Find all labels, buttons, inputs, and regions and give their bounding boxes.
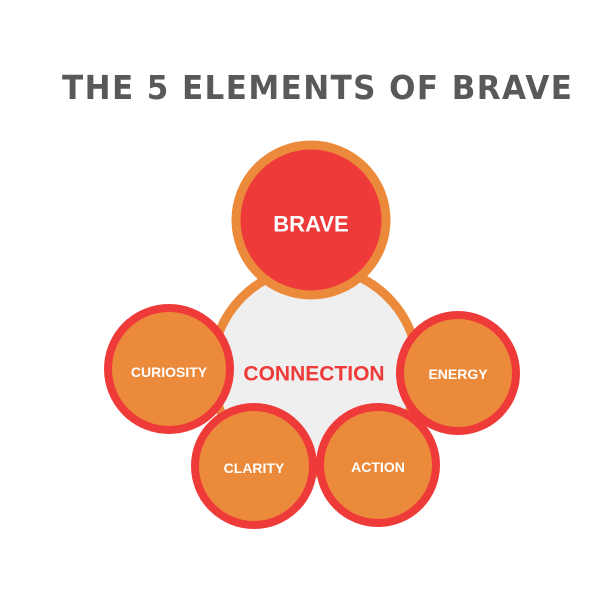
brave-label: BRAVE bbox=[273, 212, 348, 237]
curiosity-node: CURIOSITY bbox=[104, 304, 234, 434]
clarity-circle bbox=[191, 403, 317, 529]
action-label: ACTION bbox=[351, 459, 405, 475]
diagram-title: THE 5 ELEMENTS OF BRAVE bbox=[62, 68, 574, 107]
brave-circle bbox=[231, 140, 391, 300]
action-circle bbox=[316, 403, 440, 527]
energy-node: ENERGY bbox=[396, 311, 520, 435]
curiosity-label: CURIOSITY bbox=[131, 364, 208, 380]
clarity-label: CLARITY bbox=[224, 460, 285, 476]
energy-label: ENERGY bbox=[428, 366, 488, 382]
connection-label: CONNECTION bbox=[243, 363, 384, 386]
clarity-node: CLARITY bbox=[191, 403, 317, 529]
energy-circle bbox=[396, 311, 520, 435]
action-node: ACTION bbox=[316, 403, 440, 527]
brave-node: BRAVE bbox=[231, 140, 391, 300]
curiosity-circle bbox=[104, 304, 234, 434]
